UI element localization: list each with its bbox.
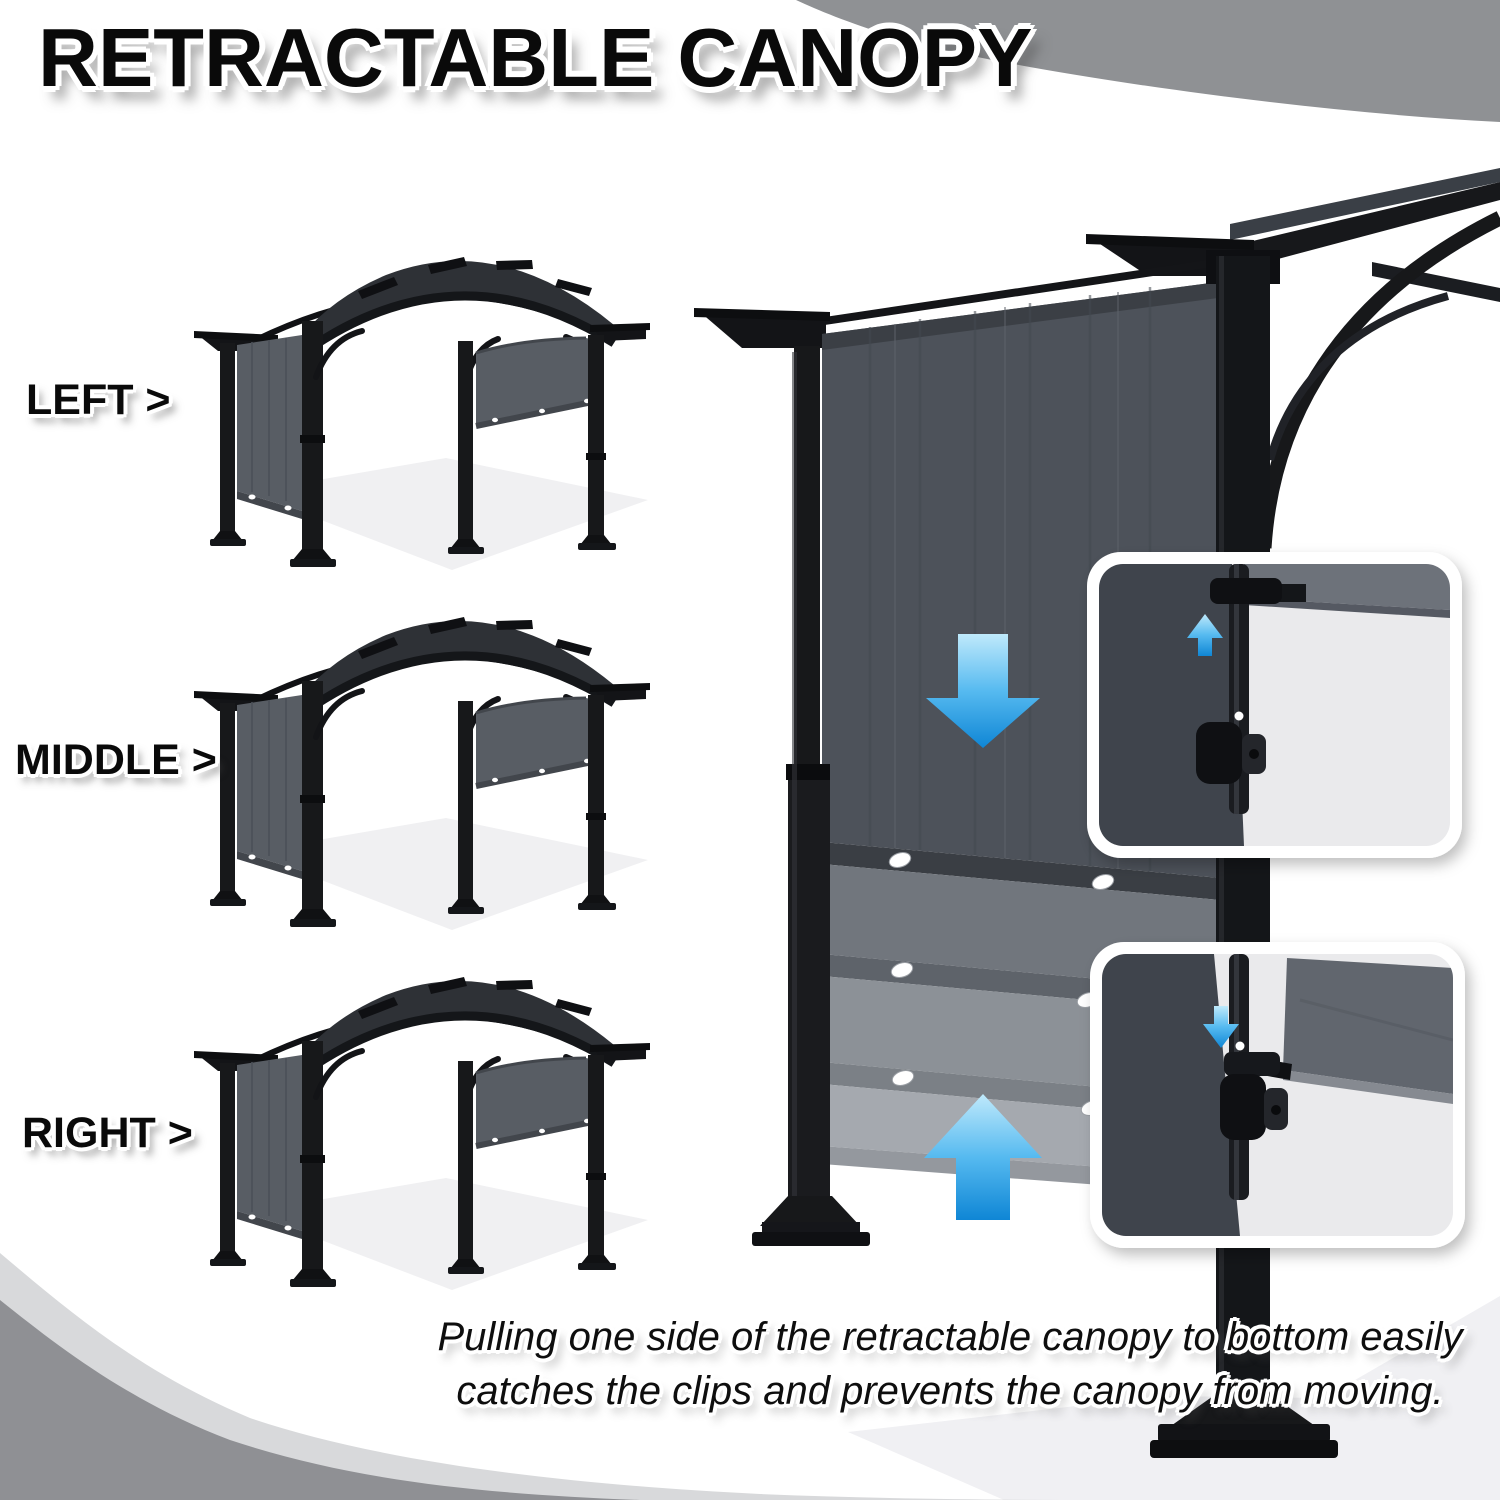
label-middle: MIDDLE > bbox=[15, 736, 217, 784]
label-left: LEFT > bbox=[26, 376, 171, 424]
down-arrow-icon bbox=[926, 634, 1040, 748]
left-post bbox=[752, 346, 870, 1246]
clip-detail-inset-bottom bbox=[1090, 942, 1465, 1248]
caption: Pulling one side of the retractable cano… bbox=[400, 1310, 1500, 1418]
up-arrow-icon bbox=[1187, 614, 1223, 656]
main-canopy-closeup bbox=[694, 168, 1500, 1458]
bottom-left-swoosh-light bbox=[0, 1253, 1105, 1500]
caption-line-1: Pulling one side of the retractable cano… bbox=[437, 1315, 1463, 1359]
up-arrow-icon bbox=[924, 1094, 1042, 1220]
caption-line-2: catches the clips and prevents the canop… bbox=[456, 1369, 1444, 1413]
clip-detail-inset-top bbox=[1087, 552, 1462, 858]
page-title: RETRACTABLE CANOPY bbox=[38, 11, 1033, 104]
bottom-left-swoosh-dark bbox=[0, 1300, 640, 1500]
down-arrow-icon bbox=[1203, 1006, 1239, 1048]
label-right: RIGHT > bbox=[22, 1109, 193, 1157]
top-right-swoosh bbox=[796, 0, 1500, 122]
